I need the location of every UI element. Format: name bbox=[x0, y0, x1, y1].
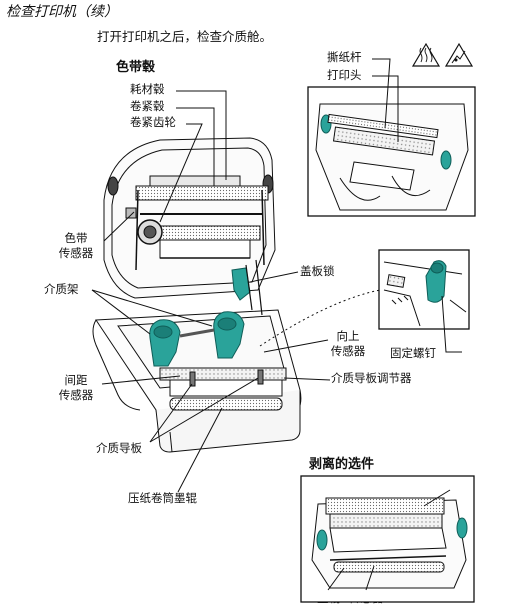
label-platen-roller: 压纸卷筒墨辊 bbox=[128, 491, 197, 505]
label-gap-sensor-line1: 间距 bbox=[64, 373, 88, 387]
label-thumbscrew: 固定螺钉 bbox=[390, 346, 436, 360]
label-ribbon-sensor-line1: 色带 bbox=[64, 231, 88, 245]
label-takeup-spindle: 卷紧毂 bbox=[130, 99, 165, 113]
label-media-holder: 介质架 bbox=[44, 282, 79, 296]
label-upward-sensor-line2: 传感器 bbox=[330, 344, 366, 358]
label-media-guides: 介质导板 bbox=[96, 441, 142, 455]
label-cover-lock: 盖板锁 bbox=[300, 264, 335, 278]
label-printhead: 打印头 bbox=[327, 68, 362, 82]
inset-peel-off-drawing bbox=[300, 475, 475, 603]
label-supply-spindle: 耗材毂 bbox=[130, 82, 165, 96]
label-gap-sensor-line2: 传感器 bbox=[58, 388, 94, 402]
inset-thumbscrew-drawing bbox=[378, 249, 470, 353]
main-leader-lines bbox=[91, 90, 381, 493]
label-upward-sensor-line1: 向上 bbox=[336, 329, 360, 343]
label-takeup-gear: 卷紧齿轮 bbox=[130, 115, 176, 129]
ribbon-spindle-heading: 色带毂 bbox=[116, 60, 156, 75]
main-printer-drawing bbox=[92, 137, 302, 453]
label-ribbon-sensor-line2: 传感器 bbox=[58, 246, 94, 260]
static-discharge-warning-icon bbox=[444, 42, 474, 67]
intro-text: 打开打印机之后，检查介质舱。 bbox=[97, 29, 273, 44]
inset-printhead-drawing bbox=[307, 58, 476, 217]
page-header: 检查打印机（续） bbox=[6, 4, 118, 20]
label-tear-bar: 撕纸杆 bbox=[327, 50, 362, 64]
hot-surface-warning-icon bbox=[411, 42, 441, 67]
peel-off-option-heading: 剥离的选件 bbox=[309, 457, 375, 472]
label-guide-adjuster: 介质导板调节器 bbox=[331, 371, 412, 385]
